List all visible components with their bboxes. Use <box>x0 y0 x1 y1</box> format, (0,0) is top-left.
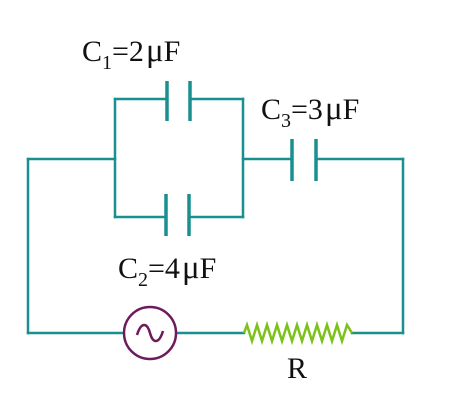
capacitor-c1 <box>165 81 192 121</box>
zigzag-resistor-icon <box>242 320 354 346</box>
sine-wave-icon <box>135 323 165 343</box>
capacitor-c2 <box>164 194 191 236</box>
resistor-zigzag <box>242 320 354 346</box>
c2-label: C2=4μF <box>118 250 216 291</box>
c3-label: C3=3μF <box>261 91 359 132</box>
c1-label: C1=2μF <box>82 33 180 74</box>
capacitor-c3 <box>290 139 318 181</box>
ac-source-icon <box>122 305 178 361</box>
resistor-label: R <box>287 352 307 385</box>
wires <box>26 97 405 335</box>
